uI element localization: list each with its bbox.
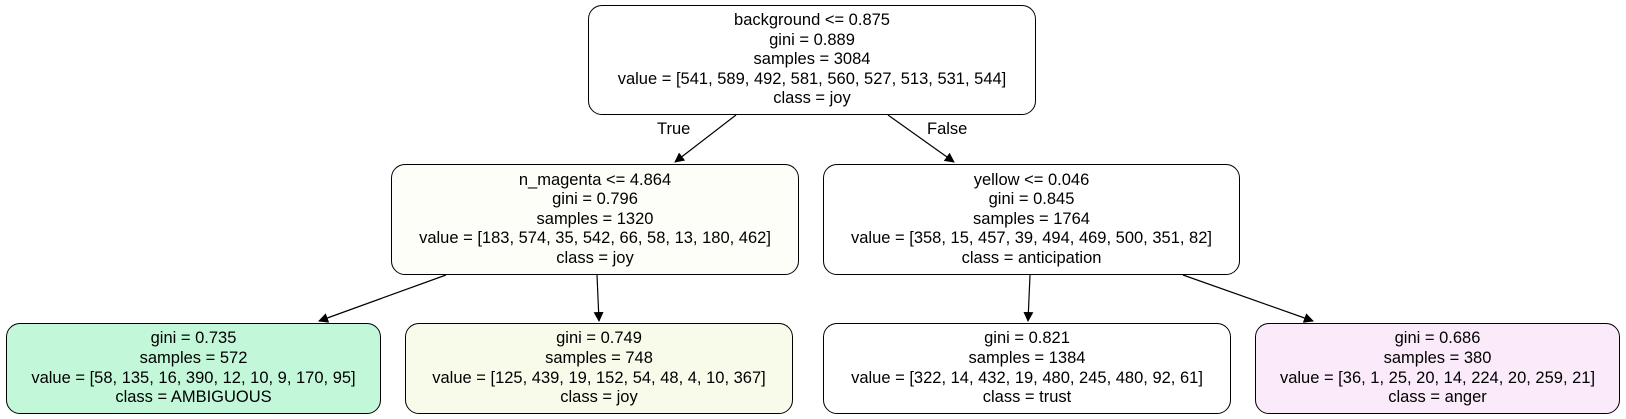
tree-node-right: yellow <= 0.046 gini = 0.845 samples = 1… [823,164,1240,275]
predicted-class: class = trust [982,388,1072,407]
sample-count: samples = 1384 [968,348,1086,367]
split-condition: background <= 0.875 [734,11,890,30]
edge-right-to-leaf-anger [1182,274,1314,323]
tree-leaf-trust: gini = 0.821 samples = 1384 value = [322… [823,323,1231,414]
edge-right-to-leaf-trust [1023,274,1034,322]
gini-value: gini = 0.889 [769,30,855,49]
class-distribution: value = [358, 15, 457, 39, 494, 469, 500… [850,229,1212,248]
class-distribution: value = [36, 1, 25, 20, 14, 224, 20, 259… [1279,368,1596,387]
gini-value: gini = 0.749 [556,329,642,348]
sample-count: samples = 3084 [753,50,871,69]
split-condition: n_magenta <= 4.864 [518,170,672,189]
gini-value: gini = 0.686 [1394,329,1481,348]
gini-value: gini = 0.735 [150,329,237,348]
class-distribution: value = [322, 14, 432, 19, 480, 245, 480… [851,368,1203,387]
class-distribution: value = [541, 589, 492, 581, 560, 527, 5… [617,69,1007,88]
split-condition: yellow <= 0.046 [973,170,1090,189]
sample-count: samples = 1764 [973,209,1090,228]
gini-value: gini = 0.845 [988,190,1075,209]
predicted-class: class = AMBIGUOUS [115,388,272,407]
class-distribution: value = [125, 439, 19, 152, 54, 48, 4, 1… [432,368,766,387]
tree-leaf-ambiguous: gini = 0.735 samples = 572 value = [58, … [6,323,381,414]
predicted-class: class = joy [560,388,638,407]
sample-count: samples = 380 [1383,348,1492,367]
sample-count: samples = 572 [139,348,248,367]
class-distribution: value = [58, 135, 16, 390, 12, 10, 9, 17… [31,368,356,387]
tree-node-root: background <= 0.875 gini = 0.889 samples… [588,5,1036,115]
tree-leaf-joy: gini = 0.749 samples = 748 value = [125,… [405,323,793,414]
predicted-class: class = anger [1388,388,1487,407]
edge-root-to-right [887,114,955,163]
tree-leaf-anger: gini = 0.686 samples = 380 value = [36, … [1255,323,1620,414]
predicted-class: class = joy [556,248,634,267]
tree-node-left: n_magenta <= 4.864 gini = 0.796 samples … [391,164,799,275]
predicted-class: class = anticipation [961,248,1102,267]
sample-count: samples = 748 [545,348,653,367]
class-distribution: value = [183, 574, 35, 542, 66, 58, 13, … [419,229,771,248]
edge-left-to-leaf-joy [593,274,604,322]
predicted-class: class = joy [773,89,851,108]
sample-count: samples = 1320 [536,209,654,228]
gini-value: gini = 0.796 [552,190,638,209]
edge-root-to-left [674,114,737,163]
edge-label-false: False [927,120,968,138]
edge-label-true: True [657,120,691,138]
gini-value: gini = 0.821 [984,329,1070,348]
edge-left-to-leaf-ambiguous [318,274,447,323]
